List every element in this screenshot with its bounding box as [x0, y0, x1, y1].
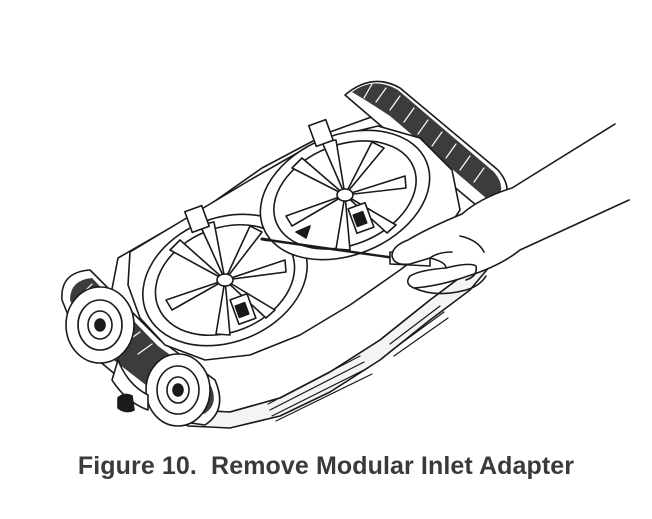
hand-and-arm	[392, 124, 629, 294]
handle-socket	[118, 394, 134, 411]
inlet-adapter-right	[241, 106, 449, 283]
front-bumper	[112, 360, 148, 410]
vent-grille	[268, 306, 448, 421]
inlet-adapter-left	[123, 191, 327, 370]
right-wheel	[146, 354, 210, 426]
left-wheel	[66, 287, 134, 363]
figure-caption: Figure 10. Remove Modular Inlet Adapter	[77, 452, 575, 480]
pool-cleaner-illustration	[40, 60, 630, 450]
